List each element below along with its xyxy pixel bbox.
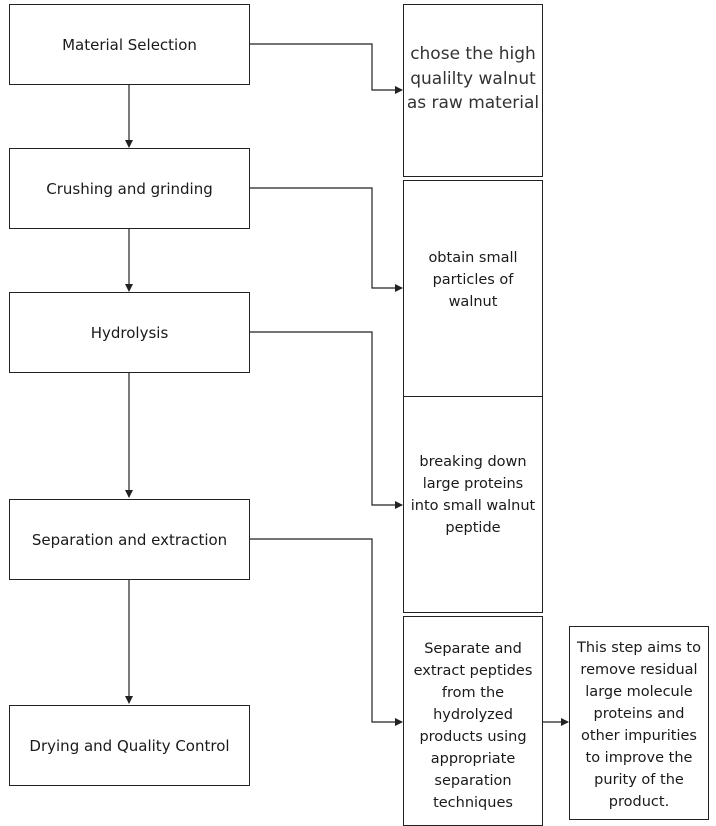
description-purification: This step aims to remove residual large … <box>569 626 709 820</box>
step-label: Separation and extraction <box>31 530 228 549</box>
step-label: Hydrolysis <box>90 323 169 342</box>
elbow-arrow-4 <box>250 538 403 726</box>
step-separation-extraction: Separation and extraction <box>9 499 250 580</box>
description-text: This step aims to remove residual large … <box>577 640 701 810</box>
step-hydrolysis: Hydrolysis <box>9 292 250 373</box>
description-material-selection: chose the high qualilty walnut as raw ma… <box>403 4 543 177</box>
description-text: obtain small particles of walnut <box>428 250 518 310</box>
description-text: Separate and extract peptides from the h… <box>413 641 533 811</box>
description-separation-extraction: Separate and extract peptides from the h… <box>403 616 543 826</box>
description-text: breaking down large proteins into small … <box>410 454 536 536</box>
step-label: Material Selection <box>62 35 197 54</box>
step-label: Crushing and grinding <box>46 179 213 198</box>
description-crushing-grinding: obtain small particles of walnut <box>403 180 543 397</box>
description-hydrolysis: breaking down large proteins into small … <box>403 396 543 613</box>
step-material-selection: Material Selection <box>9 4 250 85</box>
elbow-arrow-1 <box>250 43 403 94</box>
step-drying-quality-control: Drying and Quality Control <box>9 705 250 786</box>
elbow-arrow-2 <box>250 187 403 292</box>
step-label: Drying and Quality Control <box>29 736 230 755</box>
elbow-arrow-3 <box>250 331 403 509</box>
description-text: chose the high qualilty walnut as raw ma… <box>406 44 540 113</box>
step-crushing-grinding: Crushing and grinding <box>9 148 250 229</box>
